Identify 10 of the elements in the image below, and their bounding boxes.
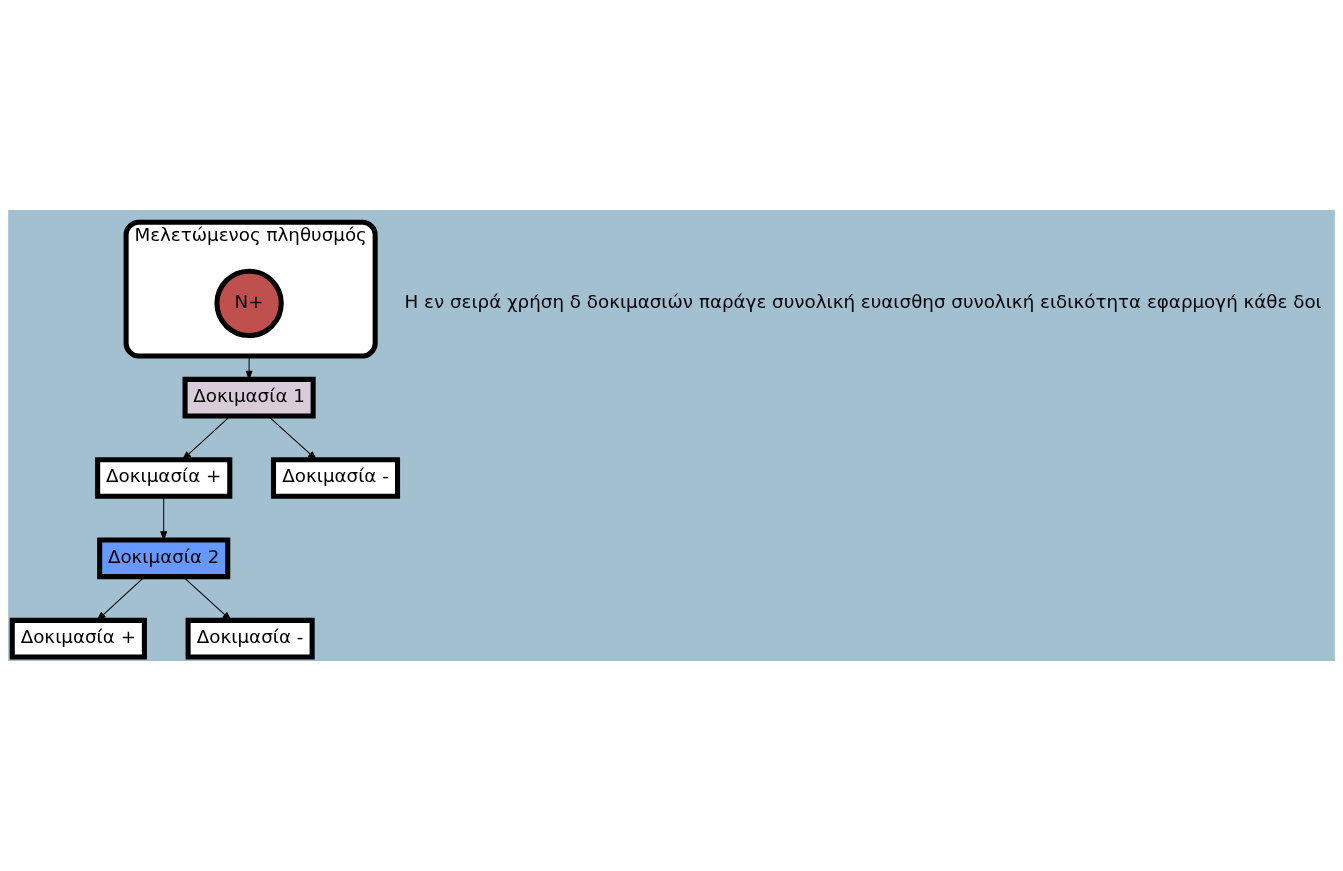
node-box: Δοκιμασία 2: [97, 537, 231, 580]
node-box: Δοκιμασία 1: [182, 376, 316, 419]
node-box: Δοκιμασία +: [95, 457, 233, 499]
arrow: [181, 415, 231, 461]
node-box: Δοκιμασία +: [9, 617, 147, 660]
node-box: Δοκιμασία -: [185, 617, 315, 660]
label: Η εν σειρά χρήση δ δοκιμασιών παράγε συνολική ευαισθησ συνολική ειδικότητα εφαρμογή κάθε δοι: [404, 290, 1322, 312]
arrow: [267, 415, 318, 461]
node-circle: N+: [214, 268, 284, 339]
node-box: Δοκιμασία -: [270, 457, 401, 499]
